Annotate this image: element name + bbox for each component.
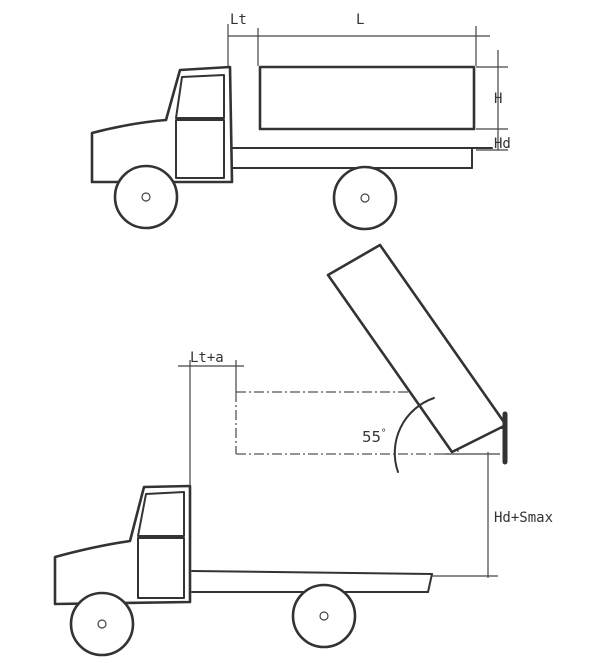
tailgate	[499, 411, 508, 465]
top-chassis	[231, 147, 493, 169]
bottom-truck	[53, 484, 433, 657]
label-lt: Lt	[230, 12, 247, 28]
label-lt-plus-a: Lt+a	[190, 350, 224, 366]
top-cab	[90, 65, 234, 184]
raised-dump-body	[326, 243, 508, 454]
top-truck	[90, 65, 493, 231]
label-tilt-angle: 55°	[362, 428, 386, 446]
top-rear-wheel	[332, 165, 398, 231]
label-h: H	[494, 91, 502, 107]
tilt-angle-arc	[393, 397, 435, 473]
top-front-wheel	[113, 164, 179, 230]
top-dimensions	[227, 24, 508, 151]
bottom-dimensions	[178, 360, 500, 578]
label-hd: Hd	[494, 136, 511, 152]
label-l: L	[356, 12, 364, 28]
bottom-front-wheel	[69, 591, 135, 657]
top-dump-body	[258, 65, 476, 131]
bottom-rear-wheel	[291, 583, 357, 649]
bottom-cab	[53, 484, 192, 606]
label-hd-smax: Hd+Smax	[494, 510, 553, 526]
